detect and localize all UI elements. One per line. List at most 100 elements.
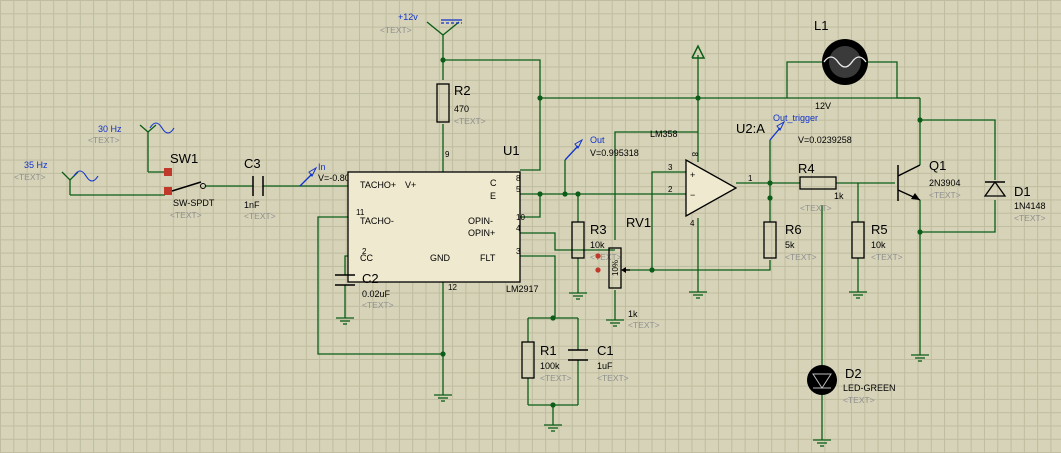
generator-30hz-label: 30 Hz (98, 124, 122, 134)
sw1-text: <TEXT> (170, 210, 202, 220)
resistor-r5[interactable]: R5 10k <TEXT> (851, 221, 903, 262)
rv1-ref: RV1 (626, 215, 651, 230)
r2-ref: R2 (454, 83, 471, 98)
u1-ref: U1 (503, 143, 520, 158)
opamp-pin-8: 8 (690, 152, 699, 157)
lamp-l1[interactable]: L1 12V (814, 18, 868, 111)
resistor-r3[interactable]: R3 10k <TEXT> (571, 221, 622, 262)
probe-trigger-name: Out_trigger (773, 113, 818, 123)
resistor-r1[interactable]: R1 100k <TEXT> (521, 341, 572, 383)
r6-text: <TEXT> (785, 252, 817, 262)
r1-text: <TEXT> (540, 373, 572, 383)
diode-d1[interactable]: D1 1N4148 <TEXT> (983, 180, 1046, 223)
capacitor-c3[interactable]: C3 1nF <TEXT> (244, 156, 276, 221)
generator-35hz-label: 35 Hz (24, 160, 48, 170)
ground-icon (544, 424, 562, 432)
u1-pin-c: C (490, 178, 497, 188)
c3-text: <TEXT> (244, 211, 276, 221)
power-12v-terminal[interactable]: +12v <TEXT> (380, 12, 462, 36)
opamp-minus-sign: − (690, 190, 695, 200)
q1-part: 2N3904 (929, 178, 961, 188)
ground-symbols (336, 291, 929, 447)
l1-value: 12V (815, 101, 831, 111)
u2-ref: U2:A (736, 121, 765, 136)
rv1-value: 1k (628, 309, 638, 319)
capacitor-c2[interactable]: C2 0.02uF <TEXT> (335, 271, 394, 310)
u1-pin-vplus: V+ (405, 180, 416, 190)
r4-text: <TEXT> (800, 203, 832, 213)
rv1-percent: 10% (611, 260, 620, 276)
r3-value: 10k (590, 240, 605, 250)
generator-35hz-text: <TEXT> (14, 172, 46, 182)
u1-pin-num-8: 8 (516, 174, 521, 183)
u1-pin-num-3: 3 (516, 247, 521, 256)
c3-ref: C3 (244, 156, 261, 171)
d1-text: <TEXT> (1014, 213, 1046, 223)
probe-in-name: In (318, 162, 326, 172)
opamp-plus-sign: + (690, 170, 695, 180)
r2-value: 470 (454, 104, 469, 114)
d2-part: LED-GREEN (843, 383, 896, 393)
u1-pin-num-12: 12 (448, 283, 457, 292)
c2-value: 0.02uF (362, 289, 391, 299)
d2-text: <TEXT> (843, 395, 875, 405)
opamp-pin-2: 2 (668, 185, 673, 194)
u1-pin-num-5: 5 (516, 185, 521, 194)
ground-icon (849, 291, 867, 299)
r3-ref: R3 (590, 222, 607, 237)
opamp-supply-terminal[interactable] (691, 44, 706, 59)
resistor-r4[interactable]: R4 1k <TEXT> (798, 161, 844, 213)
r5-value: 10k (871, 240, 886, 250)
opamp-u2a-lm358[interactable]: + − 3 2 1 8 4 U2:A LM358 (650, 121, 765, 228)
switch-sw1[interactable]: SW1 SW-SPDT <TEXT> (164, 151, 215, 220)
resistor-r2[interactable]: R2 470 <TEXT> (436, 83, 486, 126)
r2-text: <TEXT> (454, 116, 486, 126)
r6-ref: R6 (785, 222, 802, 237)
q1-text: <TEXT> (929, 190, 961, 200)
opamp-pin-3: 3 (668, 163, 673, 172)
c2-text: <TEXT> (362, 300, 394, 310)
r5-text: <TEXT> (871, 252, 903, 262)
rv1-text: <TEXT> (628, 320, 660, 330)
sw1-part: SW-SPDT (173, 198, 215, 208)
voltage-probe-out[interactable]: Out V=0.995318 (564, 135, 639, 194)
potentiometer-rv1[interactable]: 10% RV1 1k <TEXT> (595, 215, 660, 330)
r1-value: 100k (540, 361, 560, 371)
c3-value: 1nF (244, 200, 260, 210)
c1-ref: C1 (597, 343, 614, 358)
generator-30hz[interactable]: 30 Hz <TEXT> (88, 122, 175, 145)
voltage-probe-in[interactable]: In V=-0.803294 (299, 162, 370, 187)
u1-pin-e: E (490, 191, 496, 201)
probe-out-value: V=0.995318 (590, 148, 639, 158)
u1-pin-opin-plus: OPIN+ (468, 228, 495, 238)
u1-pin-cc: CC (360, 253, 373, 263)
d2-ref: D2 (845, 366, 862, 381)
d1-part: 1N4148 (1014, 201, 1046, 211)
probe-out-name: Out (590, 135, 605, 145)
resistor-r6[interactable]: R6 5k <TEXT> (763, 221, 817, 262)
voltage-probe-out-trigger[interactable]: Out_trigger V=0.0239258 (769, 113, 852, 145)
opamp-pin-4: 4 (690, 219, 695, 228)
power-12v-label: +12v (398, 12, 418, 22)
ground-icon (434, 394, 452, 402)
ic-u1-lm2917[interactable]: U1 LM2917 TACHO+ V+ C E TACHO- OPIN- OPI… (347, 143, 539, 294)
generator-35hz[interactable]: 35 Hz <TEXT> (14, 160, 99, 195)
u1-pin-num-10: 10 (516, 213, 525, 222)
ground-icon (911, 354, 929, 362)
u1-pin-num-9: 9 (445, 150, 450, 159)
u1-pin-tacho-minus: TACHO- (360, 216, 394, 226)
c1-text: <TEXT> (597, 373, 629, 383)
r6-value: 5k (785, 240, 795, 250)
led-d2[interactable]: D2 LED-GREEN <TEXT> (807, 365, 896, 405)
generator-30hz-text: <TEXT> (88, 135, 120, 145)
r4-ref: R4 (798, 161, 815, 176)
r5-ref: R5 (871, 222, 888, 237)
u1-pin-tacho-plus: TACHO+ (360, 180, 396, 190)
u1-pin-opin-minus: OPIN- (468, 216, 493, 226)
junction-dots (440, 57, 923, 408)
capacitor-c1[interactable]: C1 1uF <TEXT> (568, 343, 629, 383)
sw1-ref: SW1 (170, 151, 198, 166)
power-text-placeholder: <TEXT> (380, 25, 412, 35)
transistor-q1[interactable]: Q1 2N3904 <TEXT> (897, 158, 961, 201)
